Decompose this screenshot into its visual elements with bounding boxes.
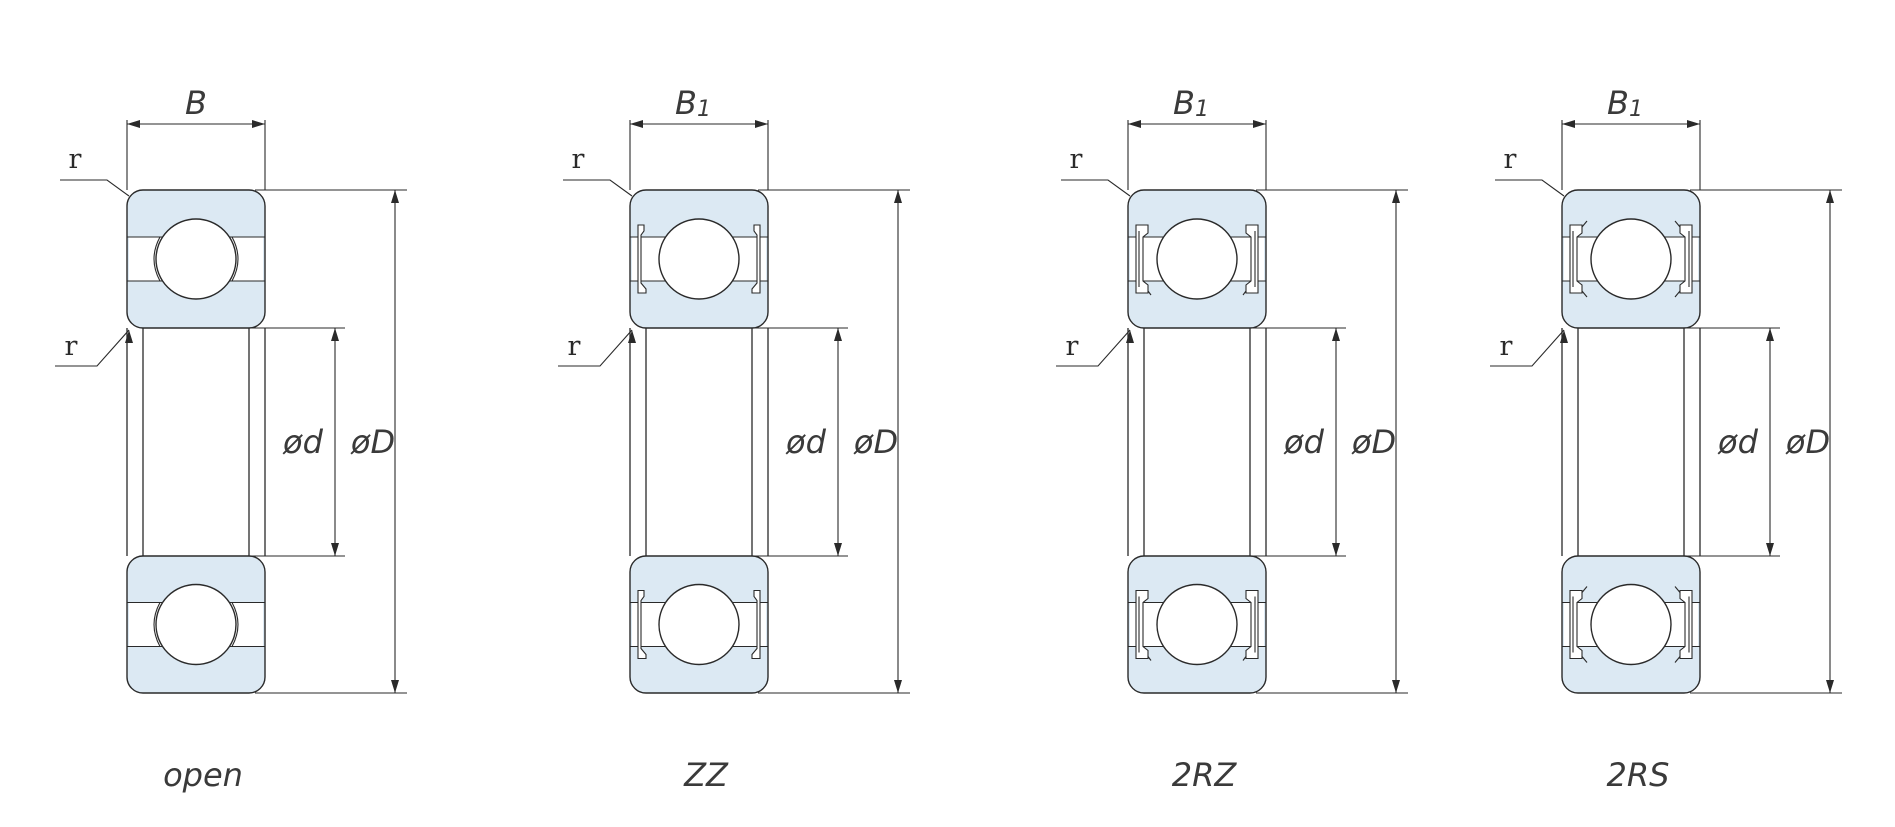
- outer-diameter-label: øD: [350, 423, 395, 461]
- radius-label-bottom: r: [65, 331, 78, 362]
- arrowhead: [1766, 328, 1774, 341]
- seal-lip: [1581, 586, 1588, 593]
- cage: [153, 602, 161, 647]
- ball: [1156, 218, 1238, 300]
- bearing-type-label: 2RS: [1607, 756, 1670, 794]
- arrowhead: [391, 680, 399, 693]
- arrowhead: [1826, 680, 1834, 693]
- cage: [231, 602, 239, 647]
- arrowhead: [834, 543, 842, 556]
- radius-label-bottom: r: [1066, 331, 1079, 362]
- width-label: B: [185, 84, 207, 122]
- outer-diameter-label: øD: [1351, 423, 1396, 461]
- arrowhead: [391, 190, 399, 203]
- arrowhead: [628, 330, 636, 343]
- bearing-open: BøD ød r r open: [55, 84, 407, 794]
- shield-seal: [751, 224, 761, 294]
- bearing-2rz: B1 øD ød r r 2RZ: [1056, 84, 1408, 794]
- width-label: B1: [1173, 84, 1209, 122]
- cage: [231, 236, 239, 282]
- arrowhead: [1332, 328, 1340, 341]
- shield-seal: [751, 589, 761, 660]
- seal-lip: [1581, 290, 1588, 298]
- ball: [155, 218, 237, 300]
- seal-lip: [1147, 290, 1152, 296]
- seal-lip: [1242, 656, 1247, 661]
- bore-diameter-label: ød: [785, 423, 827, 461]
- radius-leader-top: [1061, 179, 1131, 197]
- radius-leader-bottom: [1490, 329, 1565, 367]
- width-label-subscript: 1: [1629, 97, 1643, 122]
- radius-label-top: r: [69, 144, 82, 175]
- radius-leader-bottom: [1056, 329, 1131, 367]
- seal-lip: [1147, 656, 1152, 661]
- arrowhead: [1128, 120, 1141, 128]
- seal-lip: [1674, 586, 1681, 593]
- arrowhead: [125, 330, 133, 343]
- arrowhead: [331, 543, 339, 556]
- cage: [153, 236, 161, 282]
- radius-leader-top: [60, 179, 130, 197]
- seal-lip: [1242, 290, 1247, 296]
- width-label: B1: [1607, 84, 1643, 122]
- seal-lip: [1581, 656, 1588, 663]
- shield-seal: [637, 589, 647, 660]
- radius-label-bottom: r: [568, 331, 581, 362]
- arrowhead: [1392, 190, 1400, 203]
- arrowhead: [1126, 330, 1134, 343]
- bore-diameter-label: ød: [282, 423, 324, 461]
- bearing-2rs: B1 øD ød r r 2RS: [1490, 84, 1842, 794]
- bearing-type-label: ZZ: [683, 756, 729, 794]
- radius-label-top: r: [1504, 144, 1517, 175]
- width-label-subscript: 1: [697, 97, 711, 122]
- bore-diameter-label: ød: [1717, 423, 1759, 461]
- radius-label-top: r: [1070, 144, 1083, 175]
- arrowhead: [755, 120, 768, 128]
- radius-leader-top: [1495, 179, 1565, 197]
- radius-leader-bottom: [558, 329, 633, 367]
- seal-lip: [1674, 220, 1681, 228]
- ball: [658, 583, 740, 666]
- bearing-type-label: 2RZ: [1172, 756, 1238, 794]
- width-label: B1: [675, 84, 711, 122]
- arrowhead: [1392, 680, 1400, 693]
- seal-lip: [1674, 290, 1681, 298]
- bearing-type-label: open: [163, 756, 243, 794]
- radius-leader-bottom: [55, 329, 130, 367]
- radius-label-bottom: r: [1500, 331, 1513, 362]
- bore-diameter-label: ød: [1283, 423, 1325, 461]
- seal-lip: [1581, 220, 1588, 228]
- arrowhead: [894, 680, 902, 693]
- outer-diameter-label: øD: [853, 423, 898, 461]
- ball: [1156, 583, 1238, 666]
- arrowhead: [1332, 543, 1340, 556]
- ball: [658, 218, 740, 300]
- arrowhead: [630, 120, 643, 128]
- ball: [1590, 218, 1672, 300]
- arrowhead: [1562, 120, 1575, 128]
- arrowhead: [894, 190, 902, 203]
- ball: [1590, 583, 1672, 666]
- arrowhead: [127, 120, 140, 128]
- arrowhead: [1253, 120, 1266, 128]
- arrowhead: [1826, 190, 1834, 203]
- arrowhead: [331, 328, 339, 341]
- shield-seal: [637, 224, 647, 294]
- seal-lip: [1674, 656, 1681, 663]
- radius-leader-top: [563, 179, 633, 197]
- arrowhead: [252, 120, 265, 128]
- arrowhead: [1766, 543, 1774, 556]
- arrowhead: [834, 328, 842, 341]
- width-label-subscript: 1: [1195, 97, 1209, 122]
- arrowhead: [1687, 120, 1700, 128]
- bearing-zz: B1 øD ød r rZZ: [558, 84, 910, 794]
- radius-label-top: r: [572, 144, 585, 175]
- ball: [155, 583, 237, 666]
- arrowhead: [1560, 330, 1568, 343]
- outer-diameter-label: øD: [1785, 423, 1830, 461]
